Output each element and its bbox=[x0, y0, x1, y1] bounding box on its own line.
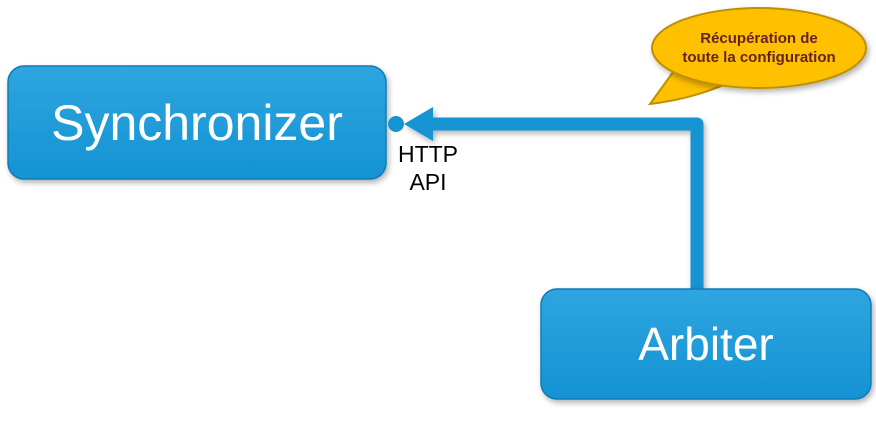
node-synchronizer-shape bbox=[7, 65, 387, 180]
node-arbiter-label: Arbiter bbox=[638, 318, 773, 370]
node-synchronizer: Synchronizer bbox=[7, 65, 387, 180]
callout-text-line1: Récupération de bbox=[700, 30, 818, 47]
callout-bubble bbox=[651, 7, 867, 89]
edge-label-api: API bbox=[409, 169, 446, 195]
node-synchronizer-label: Synchronizer bbox=[51, 95, 343, 151]
node-arbiter-shape bbox=[540, 288, 872, 400]
arrow-line bbox=[430, 117, 704, 296]
edge-label-http: HTTP bbox=[398, 141, 458, 167]
edge-arbiter-to-synchronizer bbox=[404, 107, 704, 296]
callout-text-line2: toute la configuration bbox=[682, 49, 835, 66]
arrow-endpoint-dot-icon bbox=[388, 116, 404, 132]
node-arbiter: Arbiter bbox=[540, 288, 872, 400]
edge-label: HTTP API bbox=[398, 141, 458, 195]
arrow-head-icon bbox=[404, 107, 433, 141]
callout: Récupération de toute la configuration bbox=[647, 7, 867, 106]
